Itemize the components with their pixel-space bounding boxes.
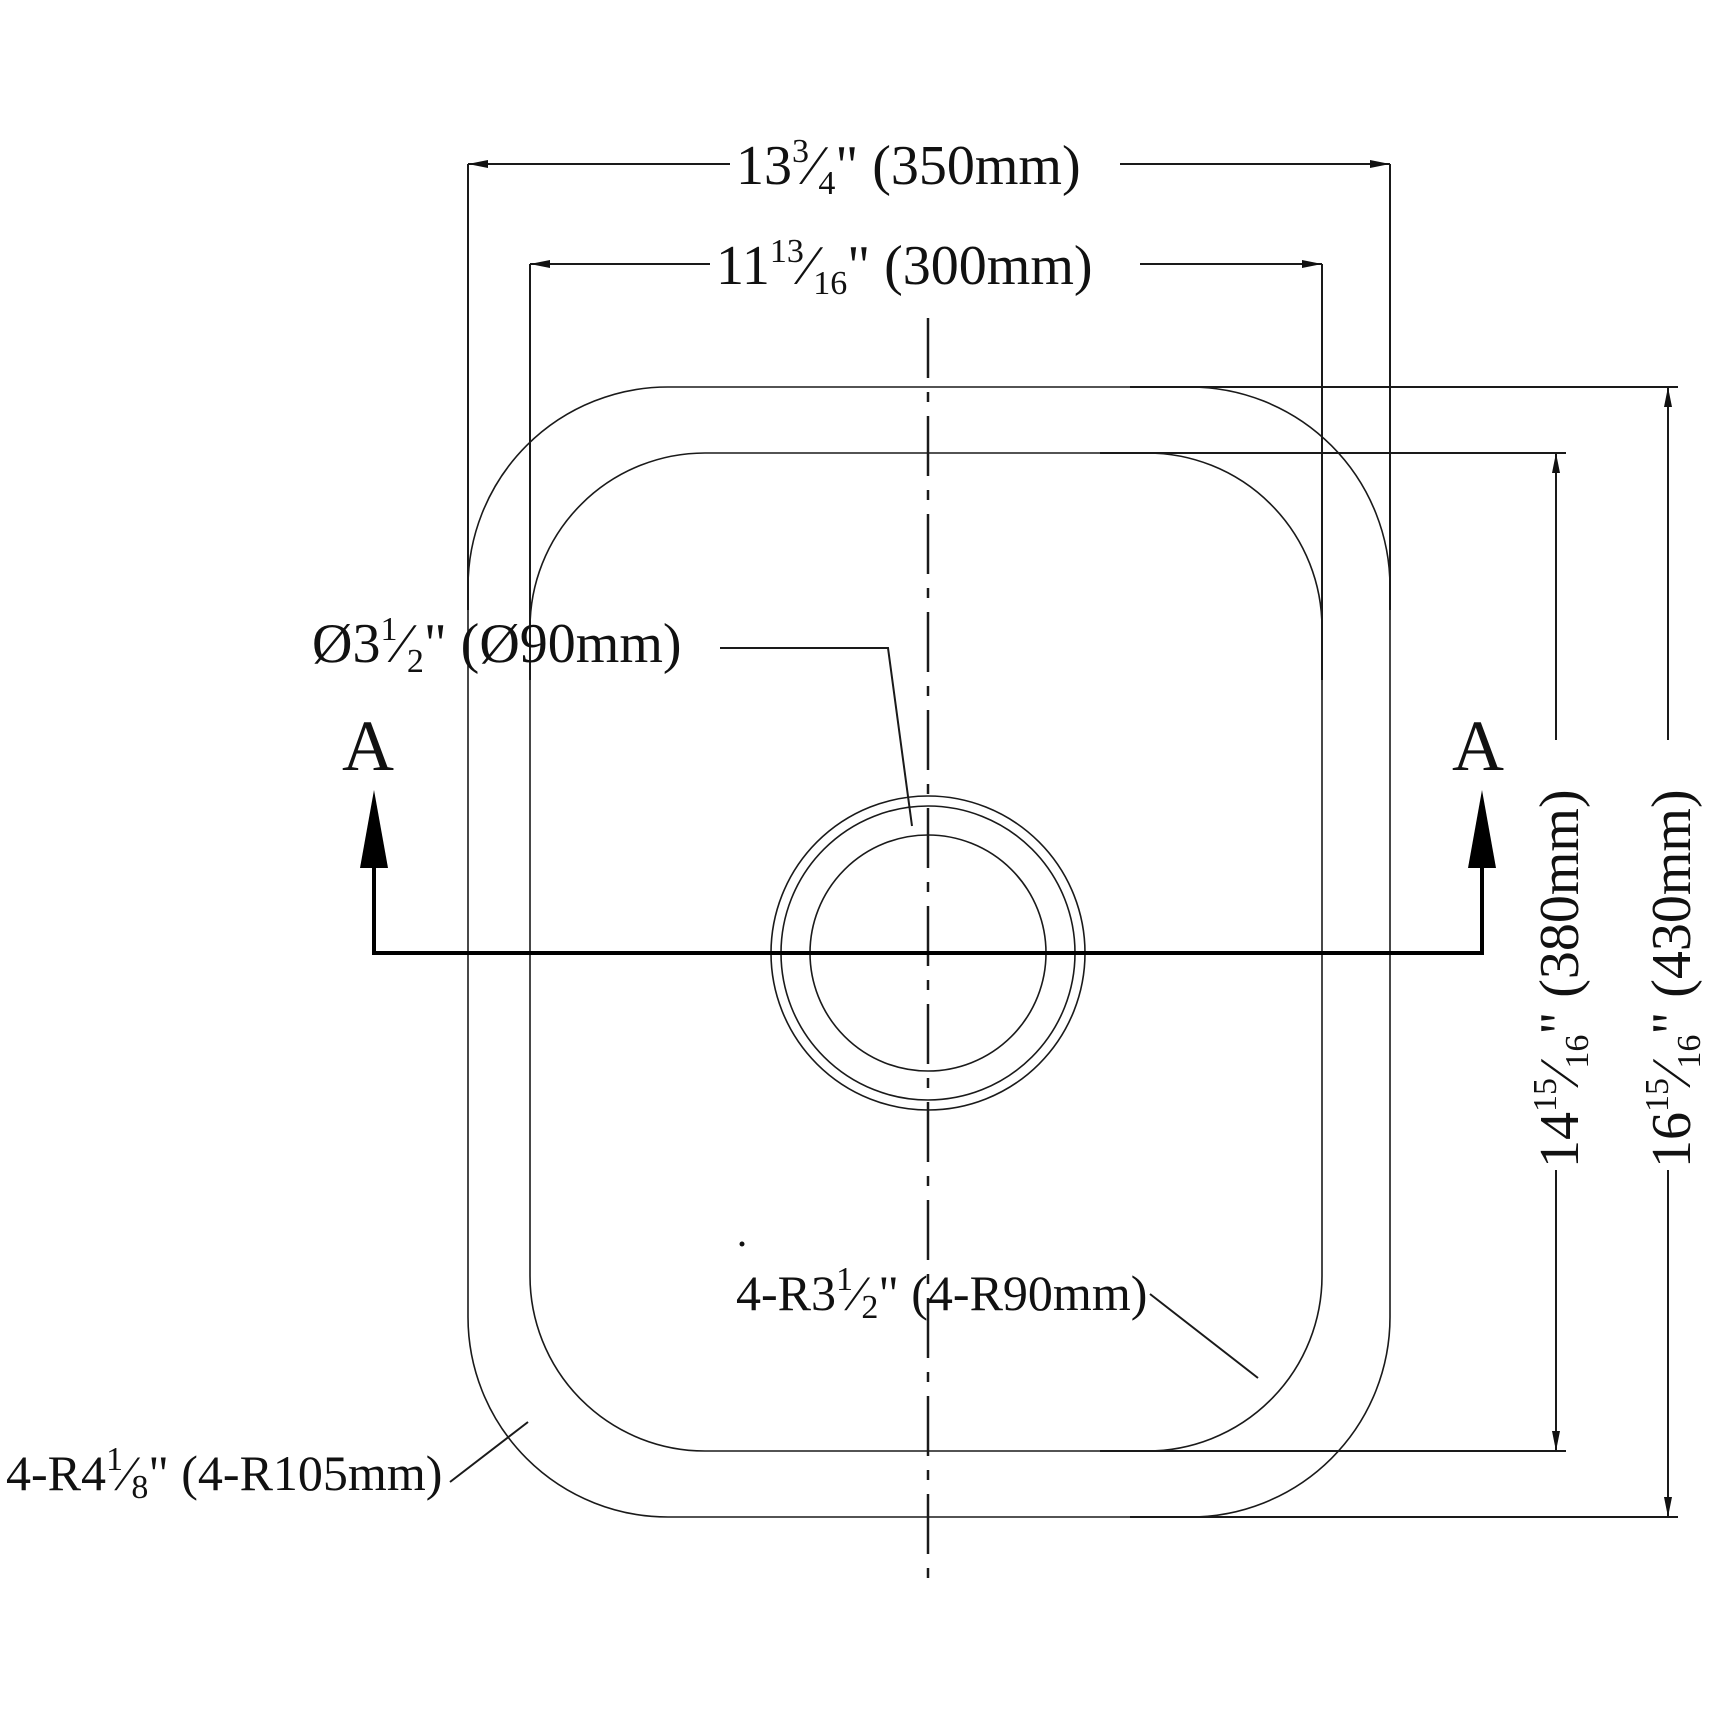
svg-text:133⁄4" (350mm): 133⁄4" (350mm) bbox=[736, 133, 1081, 202]
callout-bowl-radius: 4-R31⁄2" (4-R90mm) bbox=[736, 1241, 1259, 1379]
section-label-left: A bbox=[342, 706, 394, 786]
svg-text:4-R41⁄8" (4-R105mm): 4-R41⁄8" (4-R105mm) bbox=[6, 1441, 442, 1506]
section-line-a bbox=[360, 790, 1496, 955]
dimension-width-outer: 133⁄4" (350mm) bbox=[467, 133, 1391, 610]
callout-drain-diameter: Ø31⁄2" (Ø90mm) bbox=[312, 611, 913, 827]
section-label-right: A bbox=[1452, 706, 1504, 786]
dimension-length-inner: 1415⁄16" (380mm) bbox=[1100, 452, 1596, 1452]
svg-text:1113⁄16" (300mm): 1113⁄16" (300mm) bbox=[716, 233, 1093, 302]
svg-text:1415⁄16" (380mm): 1415⁄16" (380mm) bbox=[1527, 789, 1596, 1168]
svg-text:1615⁄16" (430mm): 1615⁄16" (430mm) bbox=[1639, 789, 1708, 1168]
callout-outer-radius: 4-R41⁄8" (4-R105mm) bbox=[6, 1421, 529, 1506]
svg-text:Ø31⁄2" (Ø90mm): Ø31⁄2" (Ø90mm) bbox=[312, 611, 682, 680]
svg-text:4-R31⁄2" (4-R90mm): 4-R31⁄2" (4-R90mm) bbox=[736, 1261, 1147, 1326]
